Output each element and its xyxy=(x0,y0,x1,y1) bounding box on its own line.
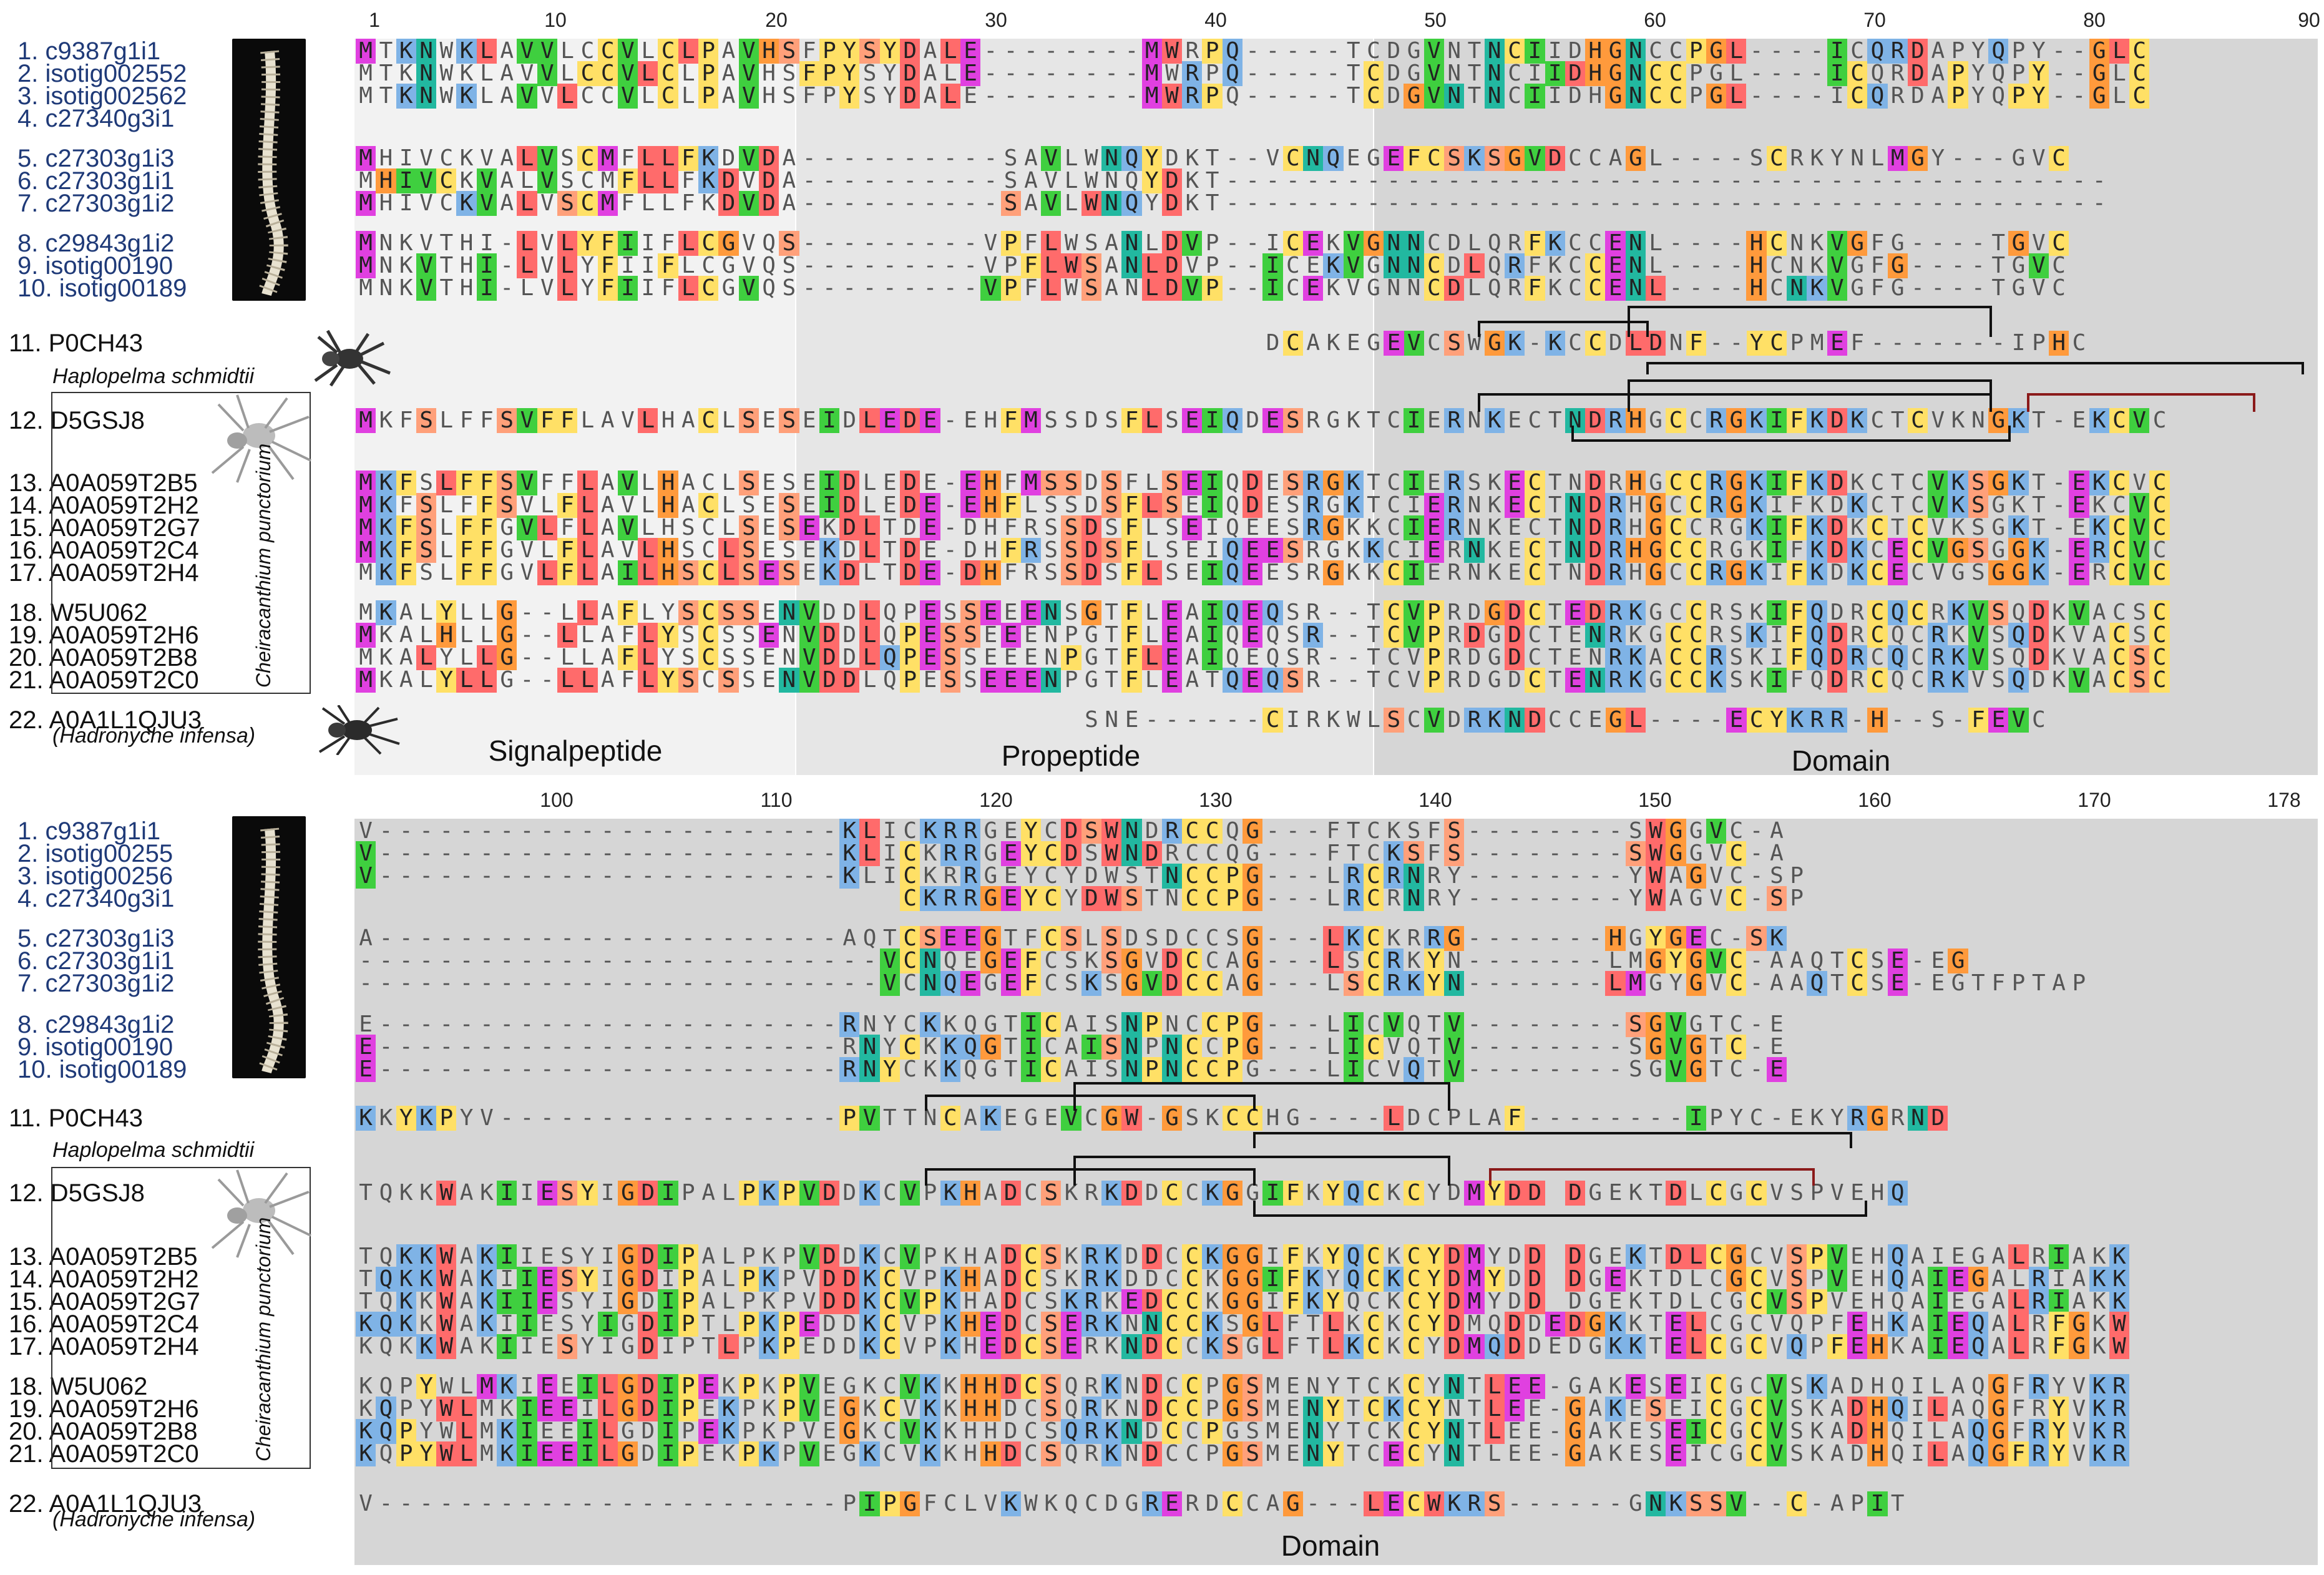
top-alignment-panel: 1102030405060708090 1. c9387g1i12. isoti… xyxy=(0,0,2324,786)
top-disulfide-bridges xyxy=(0,0,2324,786)
bottom-disulfide-bridges xyxy=(0,786,2324,1575)
bottom-alignment-panel: 100110120130140150160170178 1. c9387g1i1… xyxy=(0,786,2324,1575)
